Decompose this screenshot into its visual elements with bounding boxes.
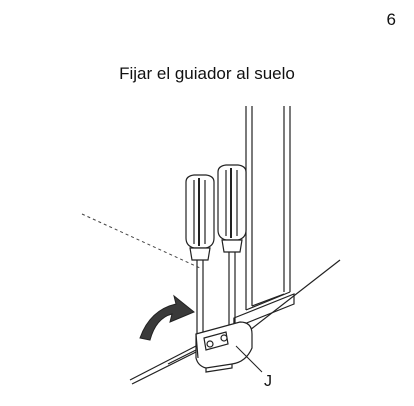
screwdriver-icon — [185, 174, 215, 346]
callout-label-j: J — [264, 373, 272, 390]
floor — [129, 259, 341, 385]
rotation-arrow-icon — [139, 294, 195, 341]
step-title: Fijar el guiador al suelo — [119, 64, 295, 83]
floor-guide-bracket-icon — [195, 321, 253, 373]
page-number: 6 — [386, 10, 396, 29]
screwdriver-icon — [217, 164, 247, 336]
callout-line — [235, 345, 263, 373]
wall-floor-dashed-line — [81, 213, 201, 269]
